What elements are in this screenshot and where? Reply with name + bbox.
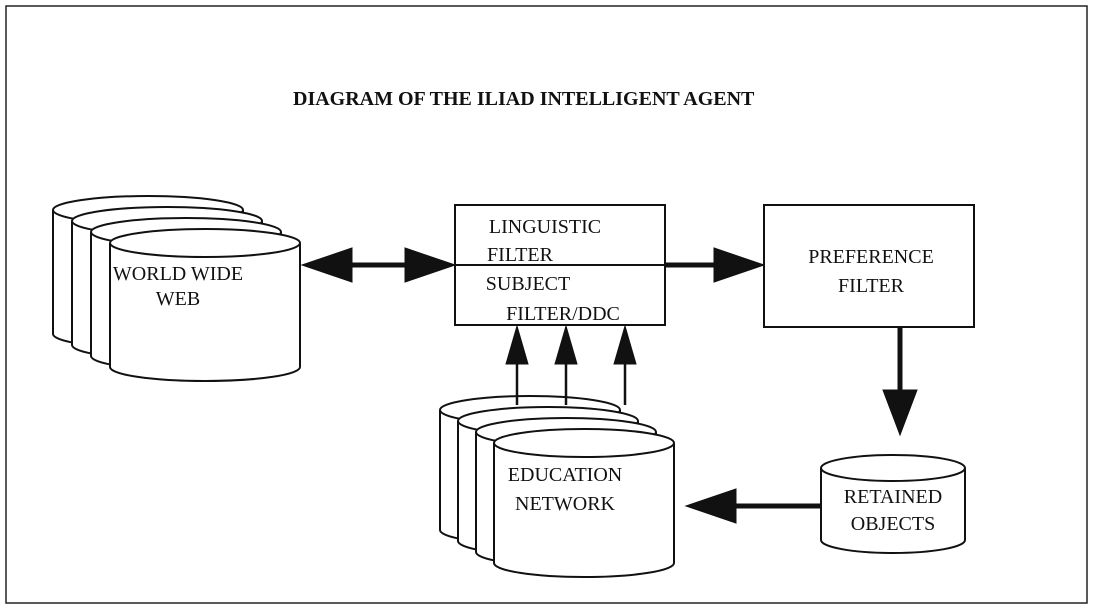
retained-objects-cylinder: [820, 454, 966, 554]
retained-objects-line1: RETAINED: [844, 486, 942, 508]
diagram-frame: [5, 5, 1088, 604]
filter-box: [454, 204, 666, 326]
retained-objects-line2: OBJECTS: [851, 513, 935, 535]
world-wide-web-label-line2: WEB: [156, 288, 200, 310]
subject-filter-line2: FILTER/DDC: [506, 303, 620, 325]
education-network-stack: [439, 395, 675, 578]
subject-filter-line1: SUBJECT: [486, 273, 570, 295]
cylinder-layer: [493, 428, 675, 578]
arrow-retained-to-education: [684, 488, 820, 524]
preference-filter-line1: PREFERENCE: [808, 246, 934, 268]
arrow-preference-to-retained: [882, 327, 918, 437]
linguistic-filter-line2: FILTER: [487, 244, 554, 266]
double-arrow-web-filters: [300, 247, 457, 283]
world-wide-web-label-line1: WORLD WIDE: [113, 263, 243, 285]
arrows-education-to-subject-filter: [505, 324, 637, 405]
education-network-line1: EDUCATION: [508, 464, 622, 486]
world-wide-web-stack: [52, 195, 301, 382]
preference-filter-box: [763, 204, 975, 328]
up-arrow: [613, 324, 637, 405]
cylinder-layer: [109, 228, 301, 382]
subject-filter-box: [454, 264, 666, 326]
arrow-filters-to-preference: [665, 247, 766, 283]
up-arrow: [554, 324, 578, 405]
up-arrow: [505, 324, 529, 405]
education-network-line2: NETWORK: [515, 493, 616, 515]
diagram-title: DIAGRAM OF THE ILIAD INTELLIGENT AGENT: [293, 88, 755, 110]
preference-filter-line2: FILTER: [838, 275, 905, 297]
linguistic-filter-line1: LINGUISTIC: [489, 216, 601, 238]
